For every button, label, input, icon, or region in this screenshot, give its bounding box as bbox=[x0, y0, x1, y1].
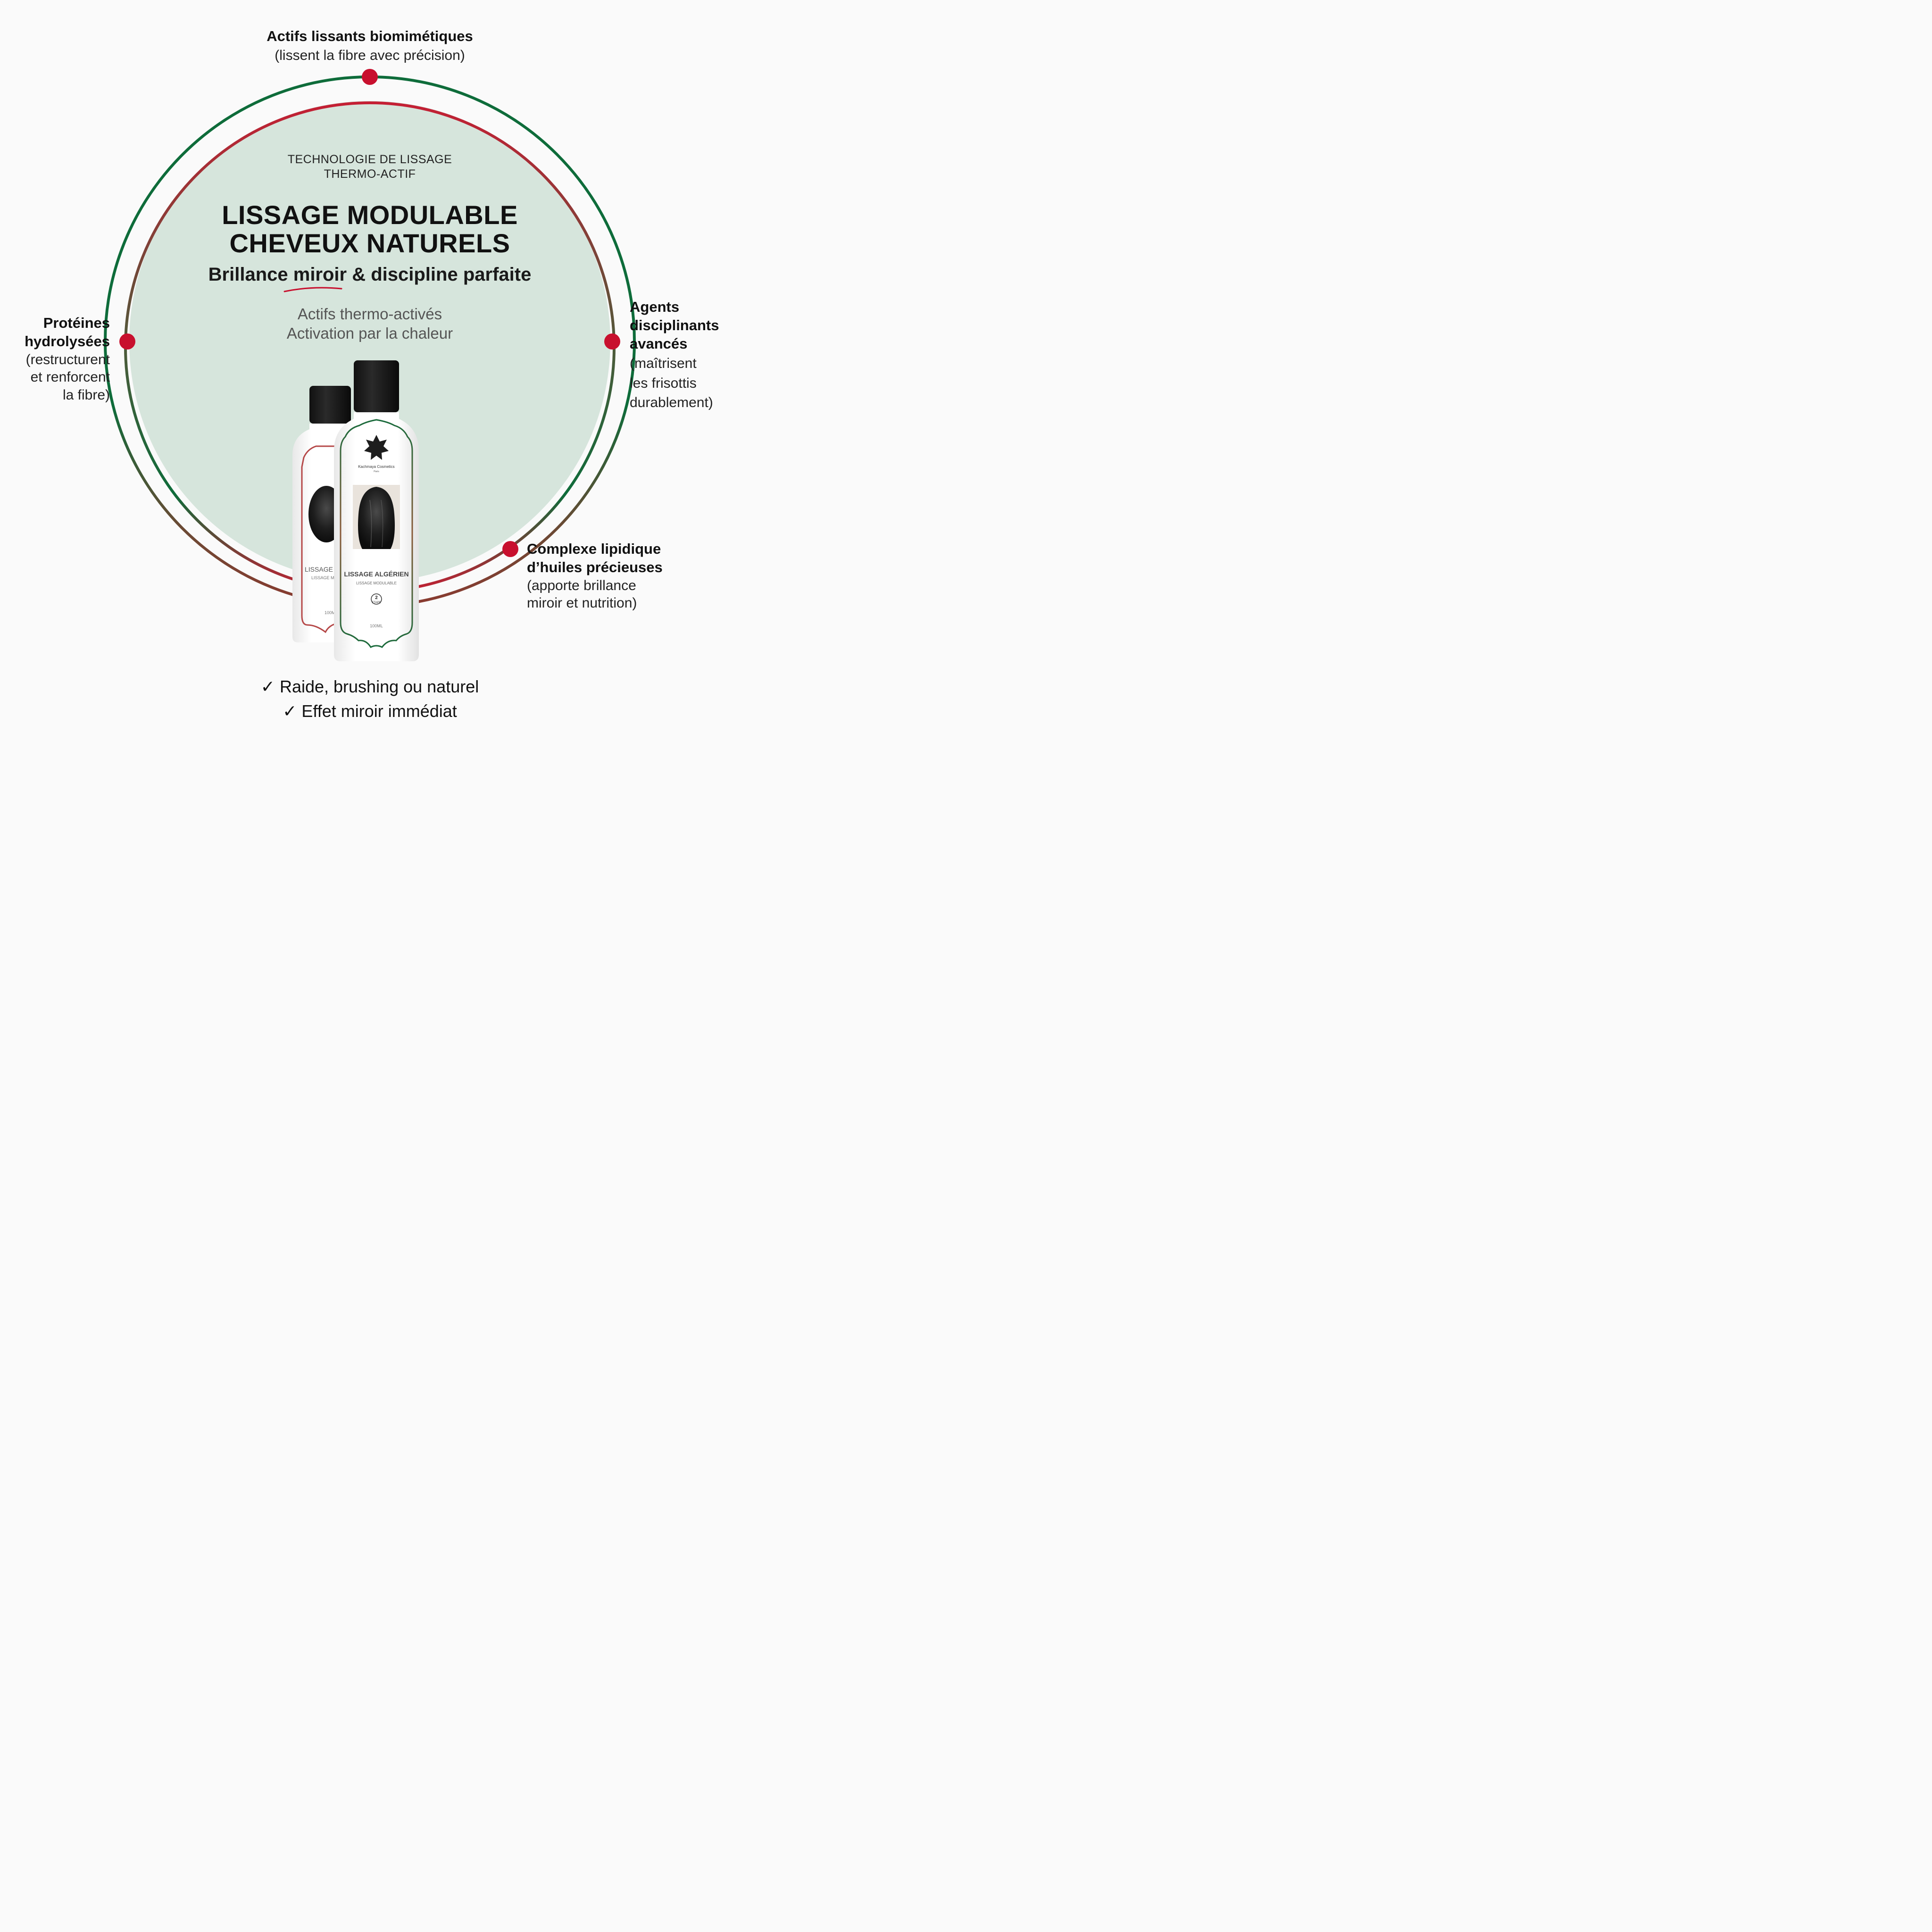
feature-right-title-3: avancés bbox=[630, 335, 688, 352]
feature-left: Protéines hydrolysées (restructurent et … bbox=[9, 314, 110, 404]
marker-dot-bottom-right bbox=[502, 541, 518, 557]
feature-bottom-right-title-2: d’huiles précieuses bbox=[527, 558, 663, 575]
marker-dot-top bbox=[362, 69, 378, 85]
marker-dot-right bbox=[604, 333, 620, 350]
back-bottle-volume: 100M bbox=[325, 610, 335, 615]
brand-city: Paris bbox=[374, 470, 379, 473]
star-logo-icon bbox=[364, 435, 389, 460]
product-name: LISSAGE ALGÉRIEN bbox=[344, 570, 408, 578]
feature-left-title-1: Protéines bbox=[43, 315, 110, 331]
feature-right-title-2: disciplinants bbox=[630, 316, 719, 333]
subheadline-pre: Brillance bbox=[208, 264, 293, 285]
feature-left-sub-2: et renforcent bbox=[30, 369, 110, 385]
feature-left-title-2: hydrolysées bbox=[25, 333, 110, 350]
feature-right: Agents disciplinants avancés (maîtrisent… bbox=[630, 298, 736, 412]
feature-bottom-right-sub-1: (apporte brillance bbox=[527, 577, 636, 593]
center-tech-label: TECHNOLOGIE DE LISSAGE THERMO-ACTIF bbox=[228, 152, 511, 182]
back-bottle-subtitle: LISSAGE MC bbox=[311, 575, 338, 580]
center-activation: Actifs thermo-activés Activation par la … bbox=[228, 304, 511, 343]
brand-name: Kachmaya Cosmetics bbox=[358, 465, 394, 469]
feature-top-title: Actifs lissants biomimétiques bbox=[266, 28, 473, 44]
back-bottle-name: LISSAGE A bbox=[305, 566, 339, 573]
check-item-2: ✓ Effet miroir immédiat bbox=[181, 699, 558, 724]
subheadline-highlight: miroir bbox=[293, 264, 347, 285]
headline-line-2: CHEVEUX NATURELS bbox=[229, 228, 510, 258]
decorative-circles bbox=[104, 69, 636, 608]
feature-top-subtitle: (lissent la fibre avec précision) bbox=[275, 47, 465, 63]
center-subheadline: Brillance miroir & discipline parfaite bbox=[158, 264, 582, 285]
front-bottle-frame bbox=[340, 419, 413, 648]
hair-photo bbox=[353, 485, 400, 549]
feature-top: Actifs lissants biomimétiques (lissent l… bbox=[205, 27, 535, 64]
headline-line-1: LISSAGE MODULABLE bbox=[222, 200, 518, 230]
feature-bottom-right: Complexe lipidique d’huiles précieuses (… bbox=[527, 540, 730, 612]
subheadline-post: & discipline parfaite bbox=[347, 264, 532, 285]
center-headline: LISSAGE MODULABLE CHEVEUX NATURELS bbox=[181, 201, 558, 258]
feature-right-sub-3: durablement) bbox=[630, 395, 713, 411]
back-bottle-frame bbox=[301, 445, 345, 633]
feature-bottom-right-title-1: Complexe lipidique bbox=[527, 541, 661, 557]
tech-line-2: THERMO-ACTIF bbox=[324, 167, 416, 181]
checklist: ✓ Raide, brushing ou naturel ✓ Effet mir… bbox=[181, 675, 558, 724]
front-bottle-cap bbox=[354, 360, 399, 412]
activation-line-1: Actifs thermo-activés bbox=[297, 305, 442, 323]
back-bottle-cap bbox=[309, 386, 351, 424]
product-volume: 100ML bbox=[370, 624, 383, 628]
step-badge-icon bbox=[371, 593, 382, 605]
tech-line-1: TECHNOLOGIE DE LISSAGE bbox=[287, 153, 452, 166]
feature-right-sub-2: les frisottis bbox=[630, 375, 697, 391]
product-subtitle: LISSAGE MODULABLE bbox=[356, 581, 397, 585]
check-item-2-label: Effet miroir immédiat bbox=[301, 701, 457, 721]
product-bottles: LISSAGE A LISSAGE MC 100M Kachmaya Cosme… bbox=[292, 360, 419, 661]
feature-bottom-right-sub-2: miroir et nutrition) bbox=[527, 595, 637, 611]
step-label: ETAPE bbox=[372, 601, 381, 604]
step-number: 2 bbox=[375, 595, 378, 600]
circle-fill bbox=[129, 101, 610, 582]
check-icon: ✓ bbox=[283, 701, 297, 721]
feature-right-sub-1: (maîtrisent bbox=[630, 356, 697, 372]
feature-left-sub-1: (restructurent bbox=[25, 351, 110, 367]
feature-left-sub-3: la fibre) bbox=[62, 387, 110, 403]
check-item-1: ✓ Raide, brushing ou naturel bbox=[181, 675, 558, 699]
miroir-underline bbox=[283, 287, 342, 292]
marker-dot-left bbox=[119, 333, 135, 350]
feature-right-title-1: Agents bbox=[630, 299, 680, 315]
check-icon: ✓ bbox=[260, 677, 275, 696]
front-bottle: Kachmaya Cosmetics Paris LISSAGE ALGÉRIE… bbox=[334, 360, 419, 661]
check-item-1-label: Raide, brushing ou naturel bbox=[279, 677, 479, 696]
activation-line-2: Activation par la chaleur bbox=[286, 325, 453, 342]
